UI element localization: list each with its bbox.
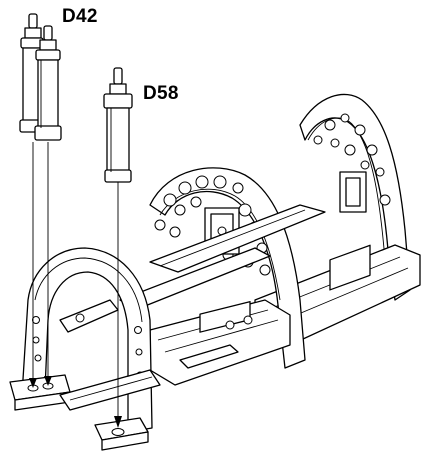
callout-d58: D58 bbox=[143, 83, 179, 104]
front-frame-holes bbox=[32, 316, 144, 379]
callout-d42: D42 bbox=[62, 6, 98, 27]
carriage-assembly bbox=[149, 299, 291, 386]
crossbars bbox=[119, 204, 326, 311]
rear-frame-holes bbox=[313, 113, 391, 206]
d58-cylinder bbox=[103, 67, 133, 428]
rear-frame-ring bbox=[299, 93, 411, 301]
d42-cylinders bbox=[19, 13, 62, 388]
